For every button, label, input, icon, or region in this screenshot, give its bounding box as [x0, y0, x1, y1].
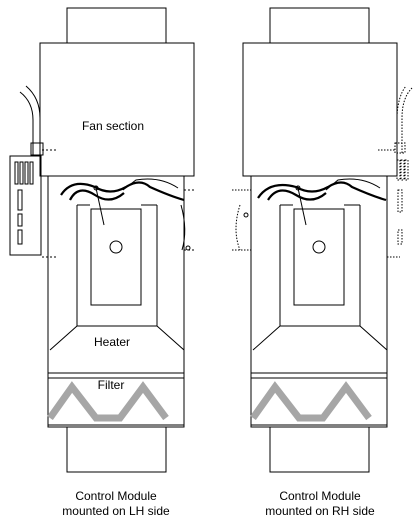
left-caption-line1: Control Module	[75, 489, 157, 503]
heater-label: Heater	[94, 335, 130, 349]
left-unit	[9, 7, 196, 473]
left-fan-section	[39, 42, 195, 177]
fan-section-label: Fan section	[82, 119, 144, 133]
left-bottom-duct	[66, 426, 167, 473]
right-heater-circle	[312, 240, 326, 254]
filter-label: Filter	[98, 378, 125, 392]
left-control-module	[9, 155, 42, 256]
right-top-duct	[269, 7, 370, 44]
right-fan-section	[242, 42, 398, 177]
right-caption-line1: Control Module	[279, 489, 361, 503]
right-caption-line2: mounted on RH side	[265, 504, 375, 518]
right-unit	[232, 7, 413, 473]
left-control-module-slots	[14, 161, 34, 245]
left-conduit	[19, 91, 34, 156]
right-heater-box	[293, 208, 345, 306]
left-filter-frame	[47, 372, 185, 426]
left-filter-zigzag	[47, 381, 169, 422]
right-bottom-duct	[269, 426, 370, 473]
right-control-module-dotted	[232, 85, 413, 258]
left-caption-line2: mounted on LH side	[62, 504, 170, 518]
right-filter-frame	[250, 372, 388, 426]
left-heater-circle	[109, 240, 123, 254]
left-top-duct	[66, 7, 167, 44]
right-filter-zigzag	[250, 381, 372, 422]
left-heater-box	[90, 208, 142, 306]
